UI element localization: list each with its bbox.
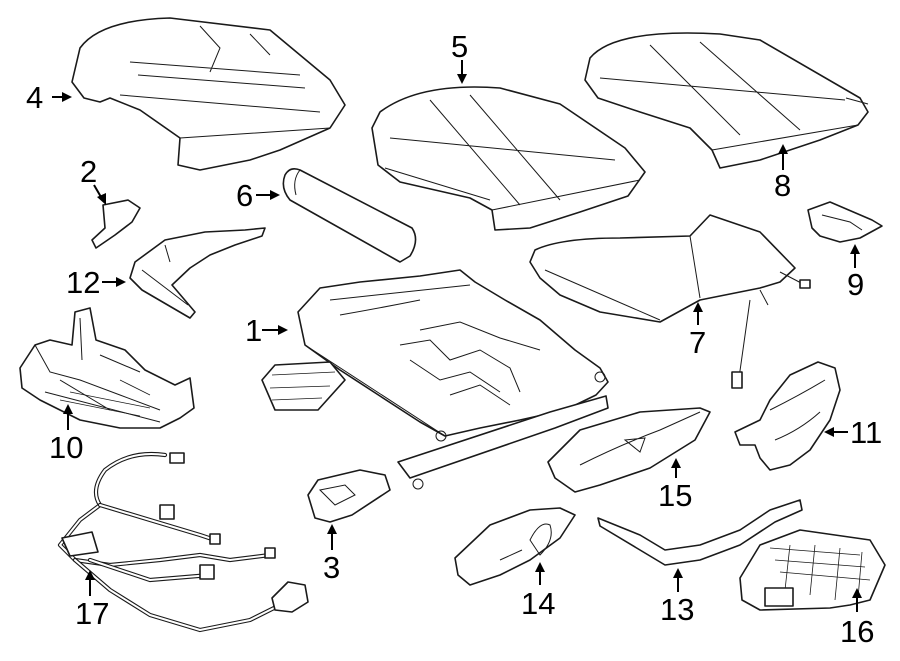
callout-2: 2 — [80, 154, 97, 189]
part-1-seat-frame — [261, 269, 609, 490]
part-4-cushion-cover — [71, 17, 346, 171]
part-3-recliner-cover — [307, 469, 391, 523]
callout-8: 8 — [774, 168, 791, 203]
callout-17: 17 — [75, 596, 109, 631]
part-9-bracket — [807, 201, 883, 243]
callout-9: 9 — [847, 267, 864, 302]
callout-13: 13 — [660, 592, 694, 627]
part-6-bolster — [282, 168, 417, 263]
callout-10: 10 — [49, 430, 83, 465]
part-13-trim-strip — [597, 499, 803, 566]
part-14-switch-bezel — [454, 507, 576, 586]
callout-6: 6 — [236, 178, 253, 213]
callout-15: 15 — [658, 478, 692, 513]
callout-14: 14 — [521, 586, 555, 621]
callout-1: 1 — [245, 313, 262, 348]
part-11-side-shield — [734, 361, 841, 471]
part-8-cushion-cover — [584, 32, 869, 169]
part-15-outer-shield — [547, 407, 711, 493]
part-10-base-assembly — [19, 307, 195, 429]
callout-3: 3 — [323, 550, 340, 585]
part-12-side-trim — [129, 227, 266, 319]
leader-lines — [52, 60, 862, 612]
callout-4: 4 — [26, 80, 43, 115]
part-2-bracket — [91, 199, 141, 249]
part-7-heater-pad — [529, 214, 811, 389]
callout-7: 7 — [689, 325, 706, 360]
callout-5: 5 — [451, 29, 468, 64]
part-5-cushion-pad — [371, 86, 646, 231]
callout-16: 16 — [840, 614, 874, 649]
part-16-module — [739, 529, 886, 611]
callout-12: 12 — [66, 265, 100, 300]
callout-11: 11 — [850, 415, 882, 450]
part-17-wiring-harness — [57, 451, 309, 633]
